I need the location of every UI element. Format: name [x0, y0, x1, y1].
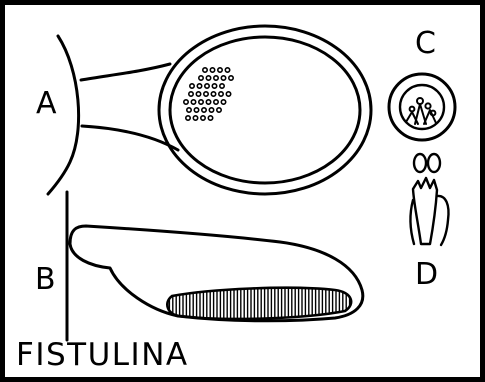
pore-mark	[184, 100, 188, 104]
pore-mark	[186, 116, 190, 120]
pore-mark	[221, 76, 225, 80]
plate-title: FISTULINA	[16, 338, 189, 372]
pore-mark	[206, 100, 210, 104]
pore-mark	[229, 76, 233, 80]
pore-mark	[190, 84, 194, 88]
pore-mark	[214, 100, 218, 104]
pore-mark	[194, 108, 198, 112]
pore-mark	[211, 92, 215, 96]
figure-a-stalk-upper	[81, 64, 170, 80]
pore-mark	[191, 100, 195, 104]
pore-mark	[199, 100, 203, 104]
figure-d-paraphysis-right	[437, 196, 449, 245]
figure-label-c: C	[415, 29, 436, 59]
pore-mark	[219, 92, 223, 96]
pore-mark	[209, 108, 213, 112]
pore-mark	[205, 84, 209, 88]
pore-mark	[225, 68, 229, 72]
pore-mark	[199, 76, 203, 80]
pore-mark	[197, 84, 201, 88]
pore-mark	[220, 84, 224, 88]
pore-mark	[202, 108, 206, 112]
pore-mark	[210, 68, 214, 72]
pore-mark	[218, 68, 222, 72]
figure-d	[410, 154, 448, 245]
figure-a-pores	[184, 68, 233, 120]
pore-mark	[196, 92, 200, 96]
pore-mark	[203, 68, 207, 72]
figure-d-spore-left	[414, 154, 426, 172]
pore-mark	[214, 76, 218, 80]
pore-mark	[206, 76, 210, 80]
pore-mark	[217, 108, 221, 112]
figure-c-basidia	[406, 98, 436, 124]
pore-mark	[226, 92, 230, 96]
figure-label-d: D	[415, 260, 438, 290]
pore-mark	[193, 116, 197, 120]
pore-mark	[212, 84, 216, 88]
figure-d-basidium	[413, 178, 437, 244]
pore-mark	[221, 100, 225, 104]
figure-label-a: A	[36, 89, 57, 119]
figure-d-paraphysis-left	[410, 200, 414, 244]
figure-d-spore-right	[428, 154, 440, 172]
figure-c	[389, 74, 455, 140]
pore-mark	[208, 116, 212, 120]
figure-label-b: B	[35, 265, 56, 295]
figure-b-hymenium-outline	[167, 288, 351, 319]
pore-mark	[189, 92, 193, 96]
pore-mark	[187, 108, 191, 112]
pore-mark	[204, 92, 208, 96]
pore-mark	[201, 116, 205, 120]
